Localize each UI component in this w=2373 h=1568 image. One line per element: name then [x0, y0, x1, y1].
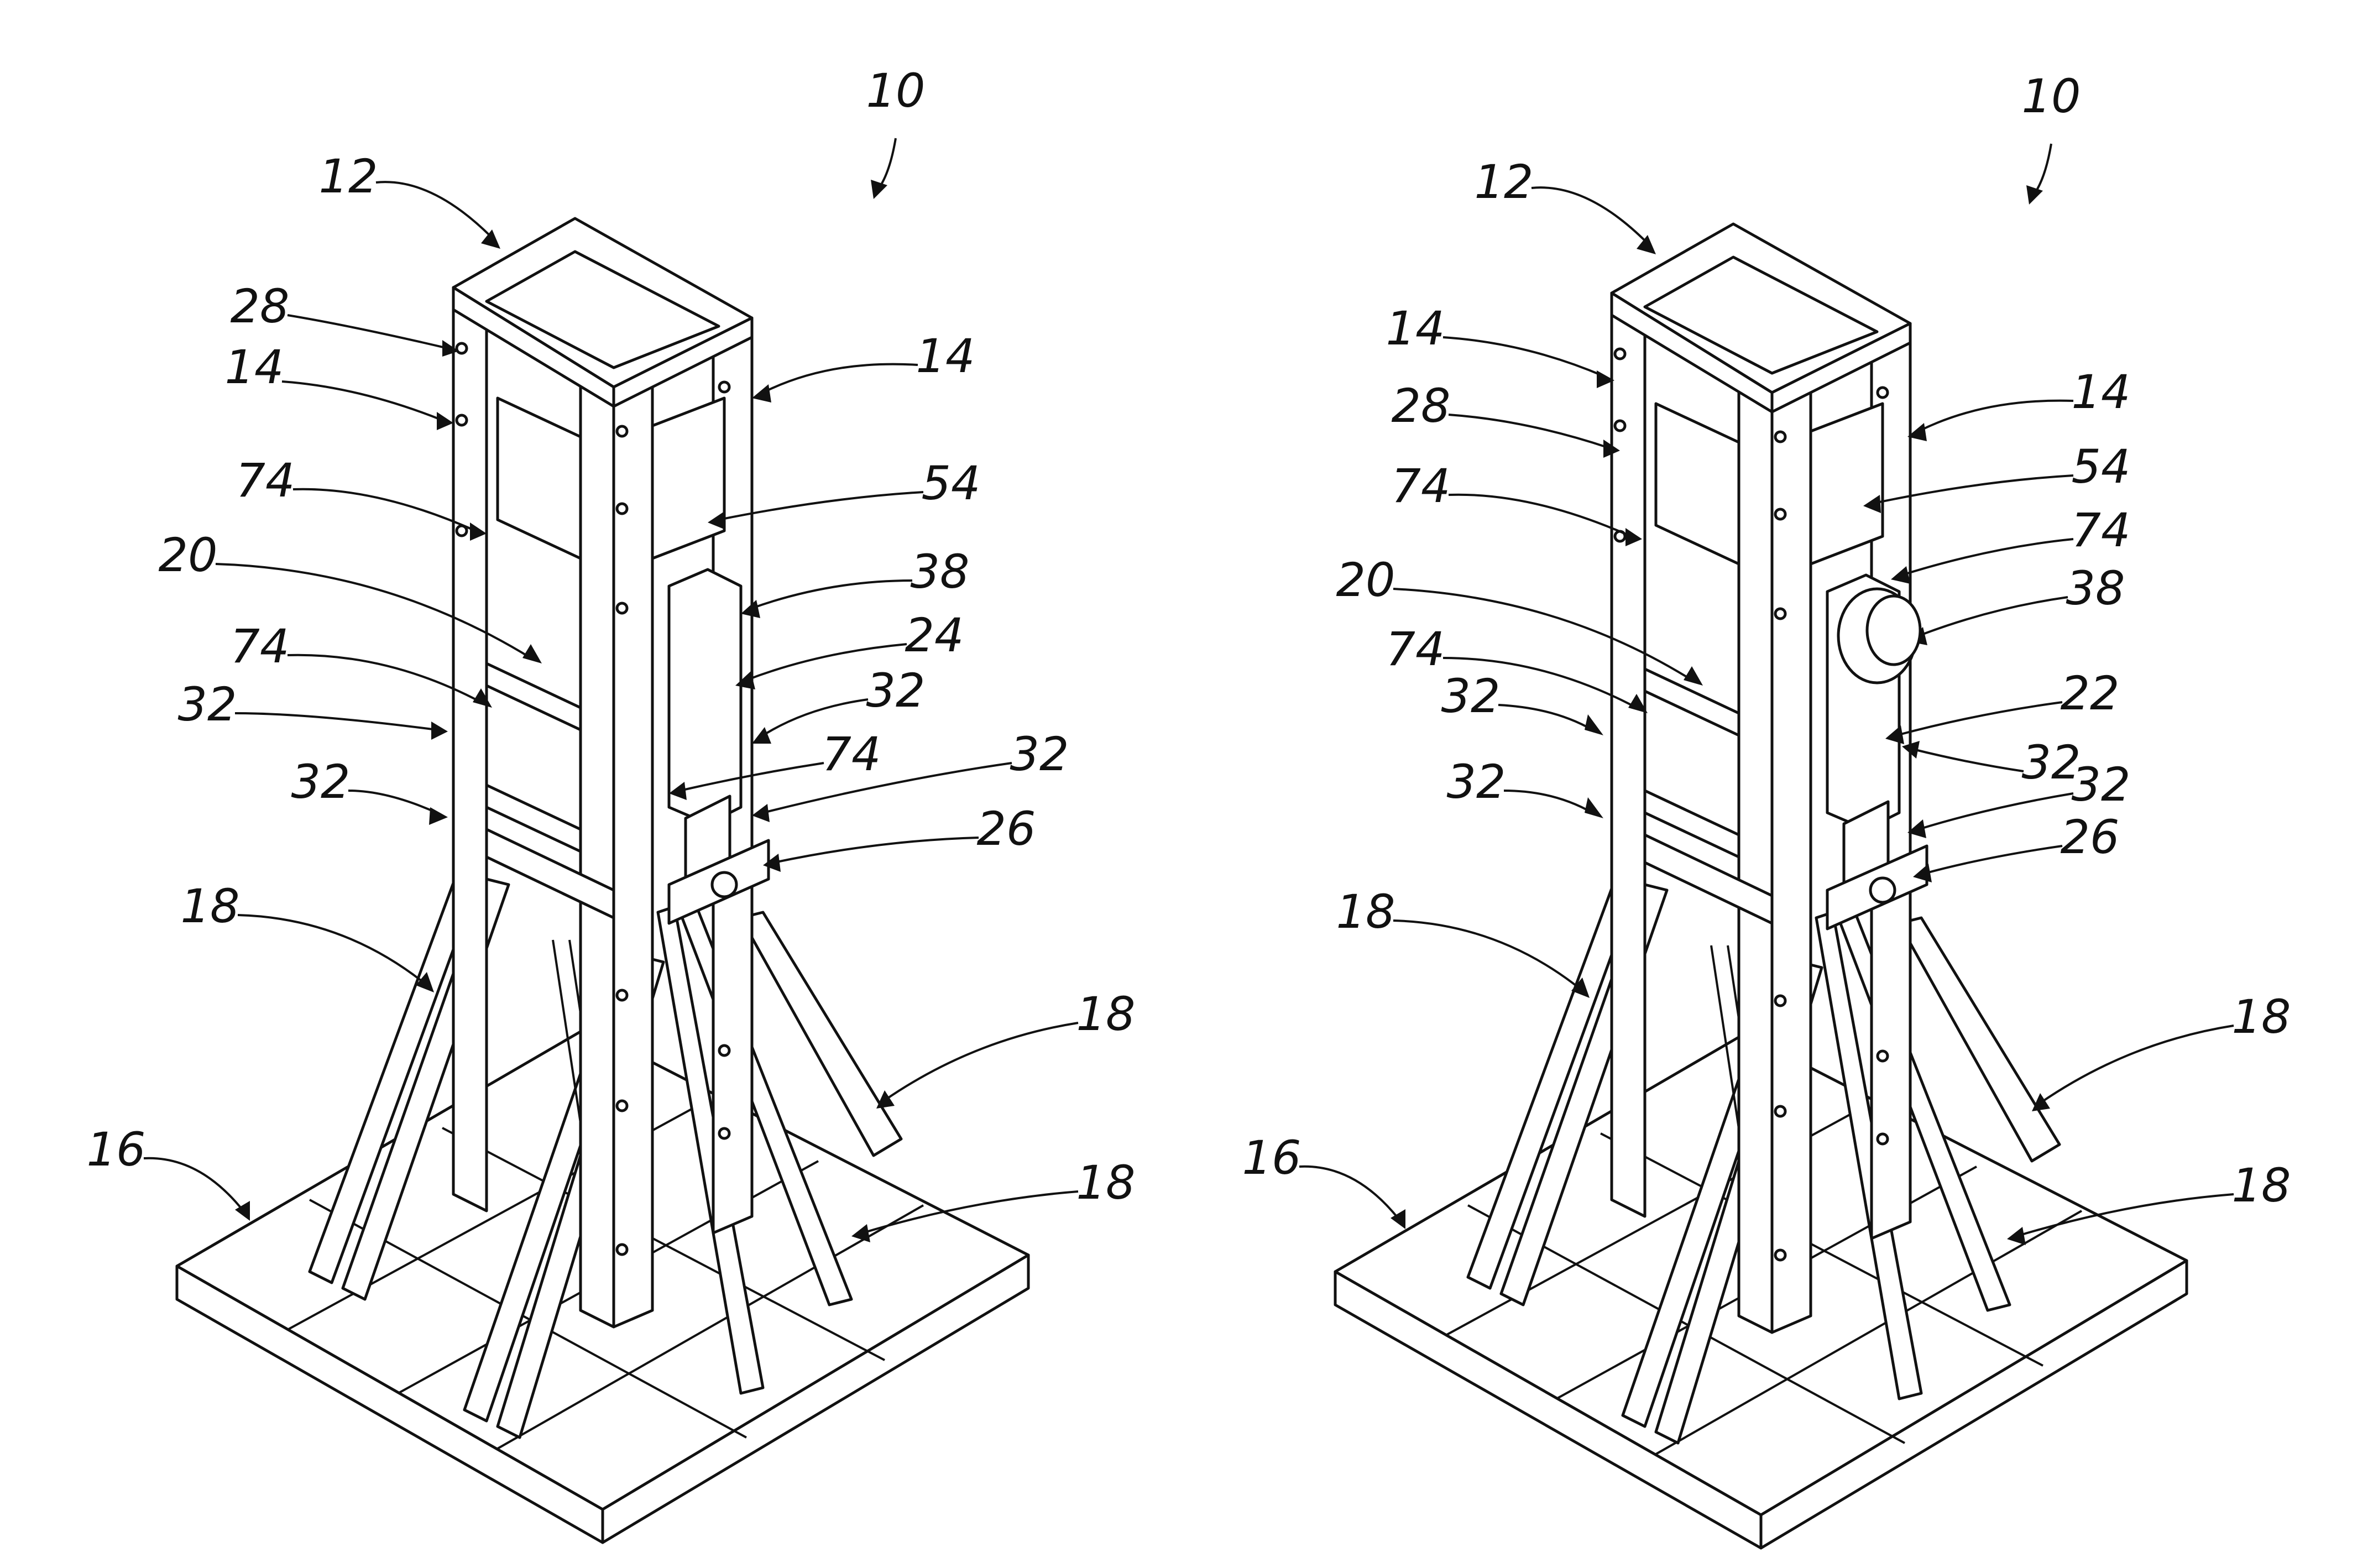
label-right-14b: 14	[2072, 365, 2131, 419]
label-left-32c: 32	[291, 755, 351, 809]
label-left-74b: 74	[231, 619, 290, 673]
label-left-74a: 74	[236, 453, 295, 508]
label-left-32b: 32	[866, 663, 926, 718]
label-left-12: 12	[319, 149, 378, 203]
label-left-32d: 32	[1010, 727, 1069, 781]
label-left-24: 24	[905, 608, 964, 662]
label-left-10: 10	[866, 64, 926, 118]
label-left-18a: 18	[181, 879, 240, 933]
label-left-20: 20	[159, 528, 218, 582]
label-left-32a: 32	[178, 677, 237, 731]
label-right-32a: 32	[1441, 669, 1501, 723]
label-right-18c: 18	[2232, 1158, 2291, 1212]
label-right-10: 10	[2022, 69, 2081, 123]
label-right-16: 16	[1242, 1131, 1302, 1185]
label-right-74b: 74	[2072, 503, 2131, 557]
label-right-22: 22	[2061, 666, 2120, 720]
label-left-14b: 14	[916, 329, 975, 383]
label-right-12: 12	[1475, 155, 1534, 209]
label-right-20: 20	[1336, 553, 1395, 607]
label-left-16: 16	[87, 1122, 146, 1177]
label-left-54: 54	[922, 456, 981, 510]
label-right-14a: 14	[1386, 301, 1445, 356]
label-left-74c: 74	[822, 727, 881, 781]
label-right-28: 28	[1392, 379, 1451, 433]
label-left-28: 28	[231, 279, 290, 333]
label-right-74c: 74	[1386, 622, 1445, 676]
right-figure	[1335, 224, 2187, 1548]
label-right-32c: 32	[1447, 755, 1506, 809]
label-right-38: 38	[2066, 561, 2125, 615]
left-figure	[177, 218, 1028, 1543]
label-right-18a: 18	[1336, 885, 1395, 939]
label-right-26: 26	[2061, 810, 2120, 864]
label-right-18b: 18	[2232, 990, 2291, 1044]
label-right-32d: 32	[2072, 757, 2131, 812]
label-left-26: 26	[977, 802, 1036, 856]
label-left-14a: 14	[225, 340, 284, 394]
label-left-18c: 18	[1076, 1156, 1136, 1210]
label-left-18b: 18	[1076, 987, 1136, 1041]
label-right-54: 54	[2072, 440, 2131, 494]
label-left-38: 38	[911, 545, 970, 599]
label-right-74a: 74	[1392, 459, 1451, 513]
